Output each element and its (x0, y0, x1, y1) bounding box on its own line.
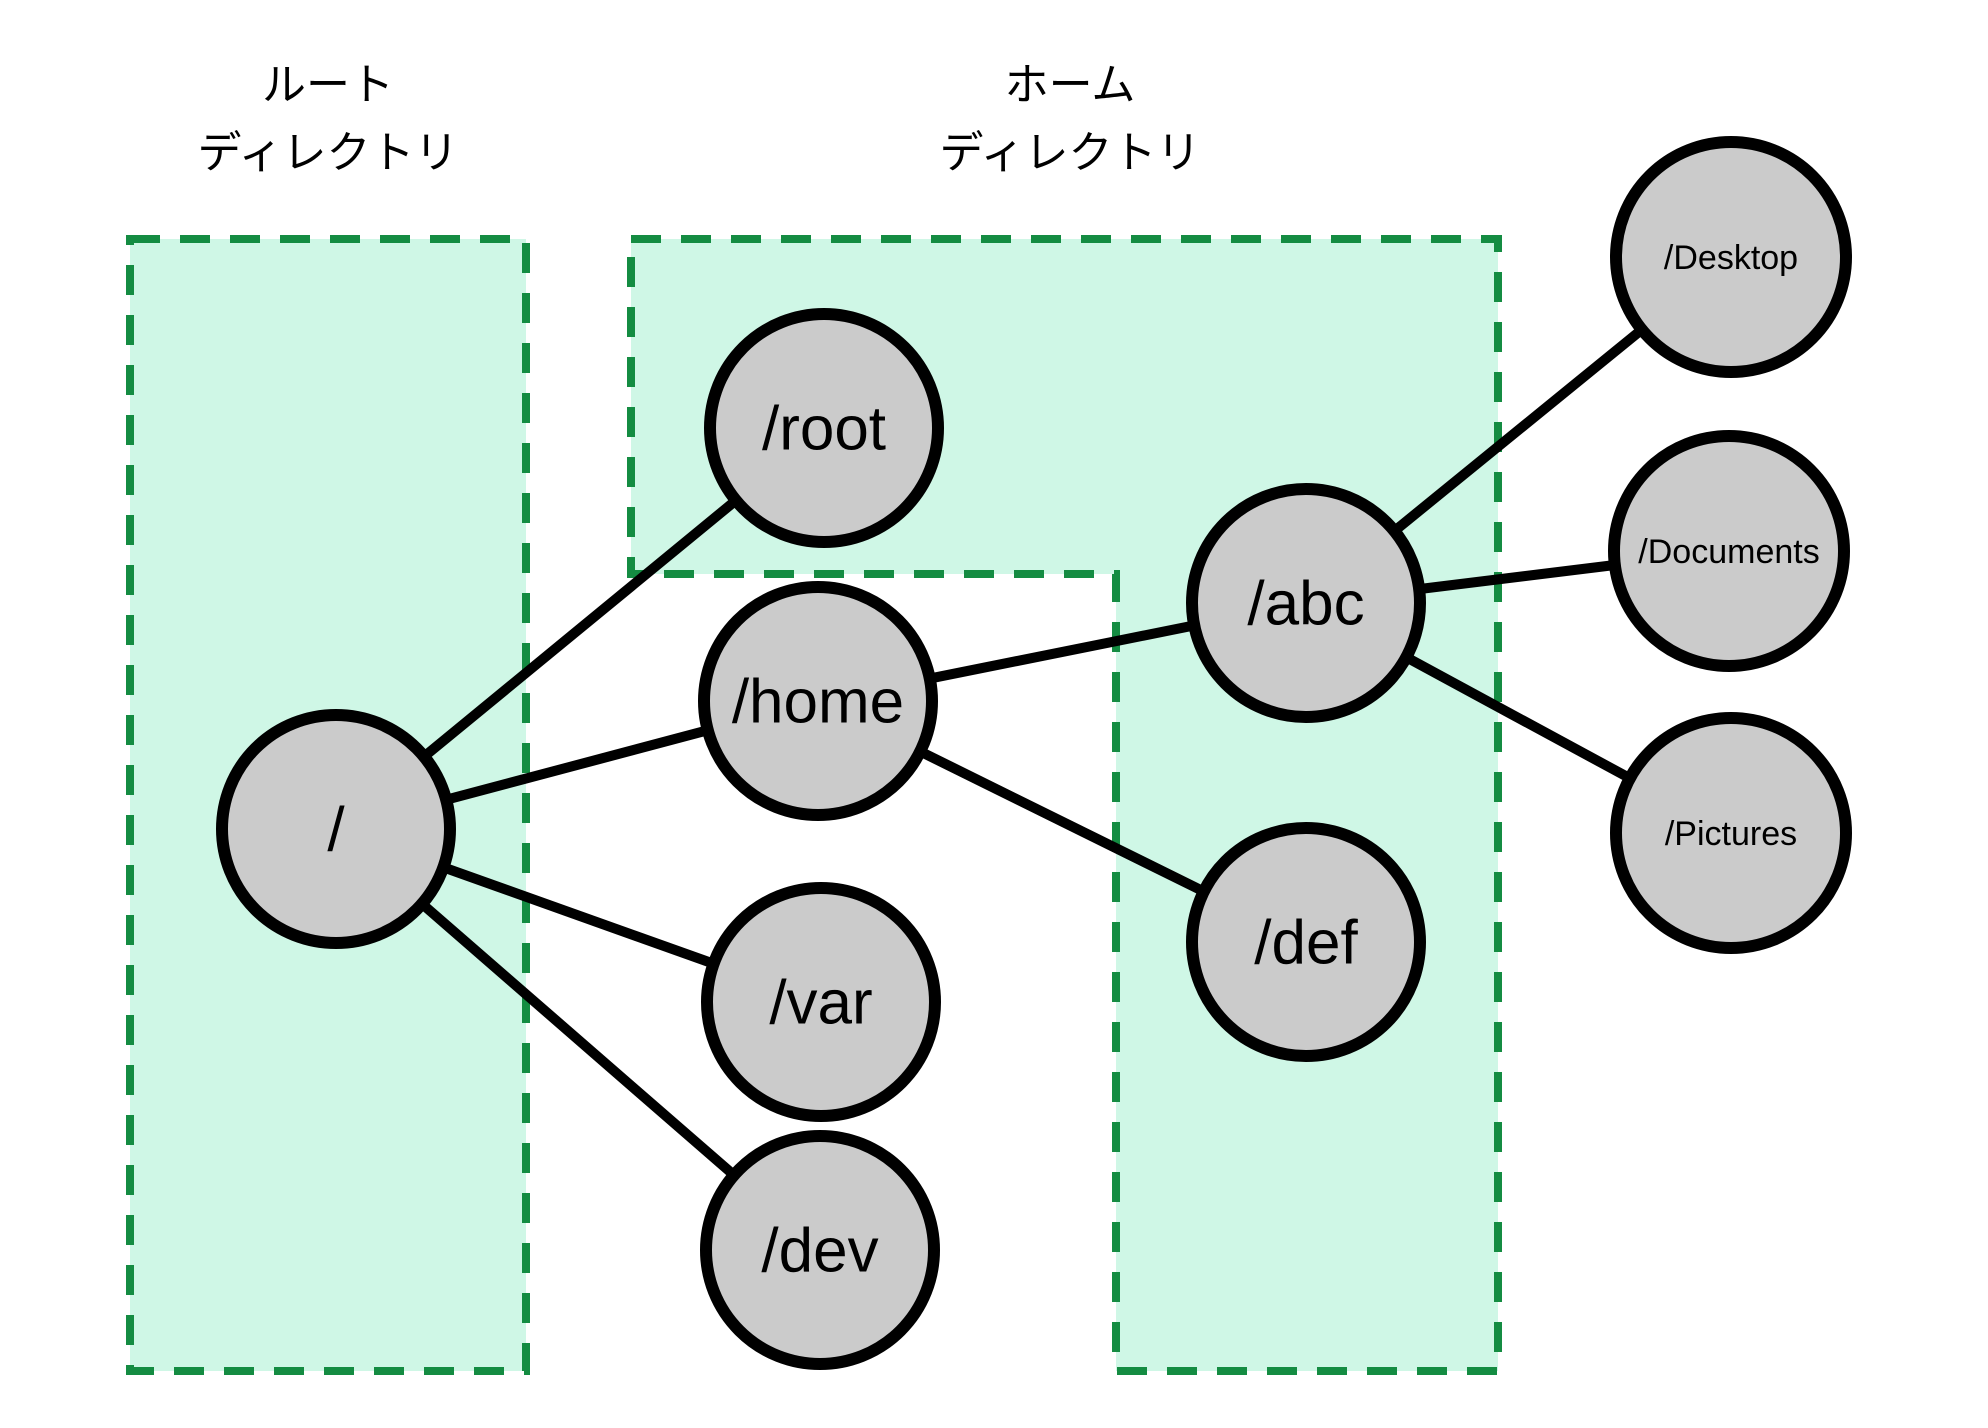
home-region-title-line1: ホーム (1005, 60, 1136, 109)
node-var-circle (701, 882, 941, 1122)
node-abc-circle (1186, 483, 1426, 723)
node-root: / (216, 709, 456, 949)
node-documents: /Documents (1608, 430, 1850, 672)
node-root-dir-label: /root (762, 395, 886, 464)
node-def-label: /def (1254, 909, 1358, 978)
node-def-circle (1186, 822, 1426, 1062)
node-pictures-label: /Pictures (1665, 815, 1797, 853)
node-dev-circle (700, 1130, 940, 1370)
node-root-label: / (327, 796, 345, 865)
node-root-circle (216, 709, 456, 949)
root-region-title-line2: ディレクトリ (198, 128, 459, 177)
node-root-dir: /root (704, 308, 944, 548)
node-documents-label: /Documents (1638, 533, 1819, 571)
node-desktop-label: /Desktop (1664, 239, 1798, 277)
node-desktop: /Desktop (1610, 136, 1852, 378)
node-home: /home (698, 581, 938, 821)
node-abc: /abc (1186, 483, 1426, 723)
home-region-title-line2: ディレクトリ (940, 128, 1201, 177)
node-var-label: /var (769, 969, 872, 1038)
node-pictures-circle (1610, 712, 1852, 954)
node-abc-label: /abc (1247, 570, 1364, 639)
node-dev-label: /dev (761, 1217, 878, 1286)
node-dev: /dev (700, 1130, 940, 1370)
node-root-dir-circle (704, 308, 944, 548)
node-var: /var (701, 882, 941, 1122)
node-home-label: /home (732, 668, 904, 737)
node-def: /def (1186, 822, 1426, 1062)
node-desktop-circle (1610, 136, 1852, 378)
node-pictures: /Pictures (1610, 712, 1852, 954)
node-home-circle (698, 581, 938, 821)
node-documents-circle (1608, 430, 1850, 672)
root-region-title-line1: ルート (262, 60, 394, 109)
